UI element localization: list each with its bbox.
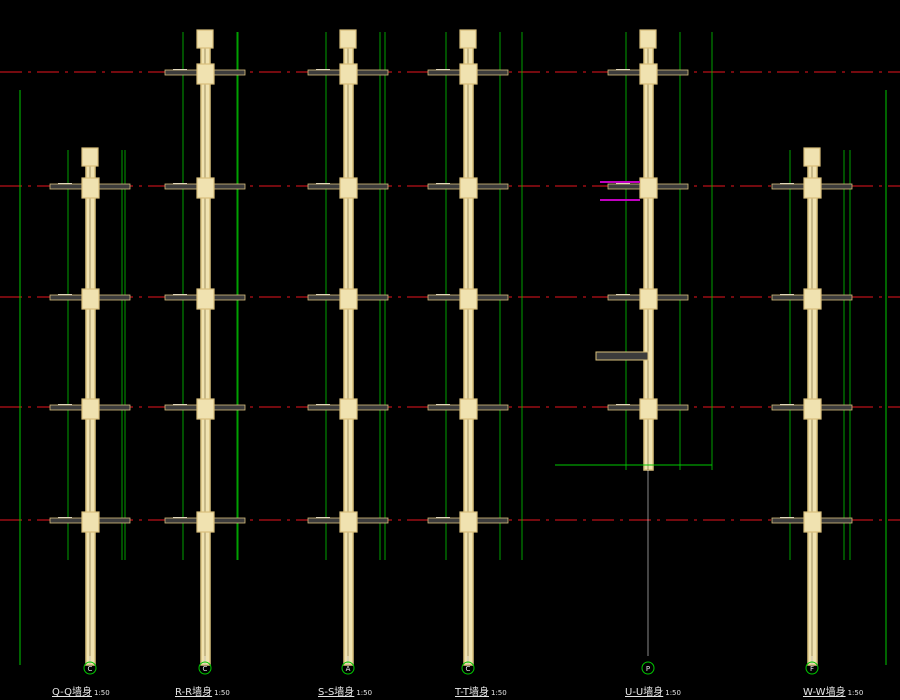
beam-section <box>339 177 358 199</box>
wall-body-r <box>200 41 211 666</box>
beam-section <box>803 398 822 420</box>
axis-tag-w: F <box>810 665 814 673</box>
parapet <box>339 29 357 49</box>
axis-bubble-r <box>198 661 212 675</box>
beam-section <box>803 511 822 533</box>
beam-section <box>81 511 100 533</box>
beam-section <box>339 398 358 420</box>
beam-section <box>459 398 478 420</box>
beam-section <box>459 63 478 85</box>
axis-bubble-q <box>83 661 97 675</box>
axis-tag-q: C <box>88 665 93 673</box>
basement-slab <box>595 351 649 361</box>
beam-section <box>639 398 658 420</box>
beam-section <box>803 288 822 310</box>
parapet <box>196 29 214 49</box>
beam-section <box>196 177 215 199</box>
beam-section <box>339 511 358 533</box>
axis-tag-s: A <box>346 665 351 673</box>
beam-section <box>196 288 215 310</box>
dimension-lines <box>19 32 887 665</box>
beam-section <box>339 288 358 310</box>
beam-section <box>81 177 100 199</box>
parapet <box>639 29 657 49</box>
beam-section <box>81 288 100 310</box>
parapet <box>803 147 821 167</box>
wall-body-s <box>343 41 354 666</box>
beam-section <box>81 398 100 420</box>
beam-section <box>639 288 658 310</box>
wall-body-t <box>463 41 474 666</box>
beam-section <box>196 63 215 85</box>
beam-section <box>196 398 215 420</box>
beam-section <box>803 177 822 199</box>
beam-section <box>196 511 215 533</box>
wall-sections <box>49 29 853 666</box>
axis-tag-r: C <box>203 665 208 673</box>
beam-section <box>459 177 478 199</box>
beam-section <box>459 511 478 533</box>
axis-bubble-w <box>805 661 819 675</box>
axis-bubble-t <box>461 661 475 675</box>
axis-tag-u: P <box>646 665 650 673</box>
beam-section <box>639 177 658 199</box>
beam-section <box>639 63 658 85</box>
axis-tag-t: C <box>466 665 471 673</box>
beam-section <box>459 288 478 310</box>
beam-section <box>339 63 358 85</box>
parapet <box>81 147 99 167</box>
axis-bubble-u <box>641 661 655 675</box>
parapet <box>459 29 477 49</box>
axis-bubble-s <box>341 661 355 675</box>
